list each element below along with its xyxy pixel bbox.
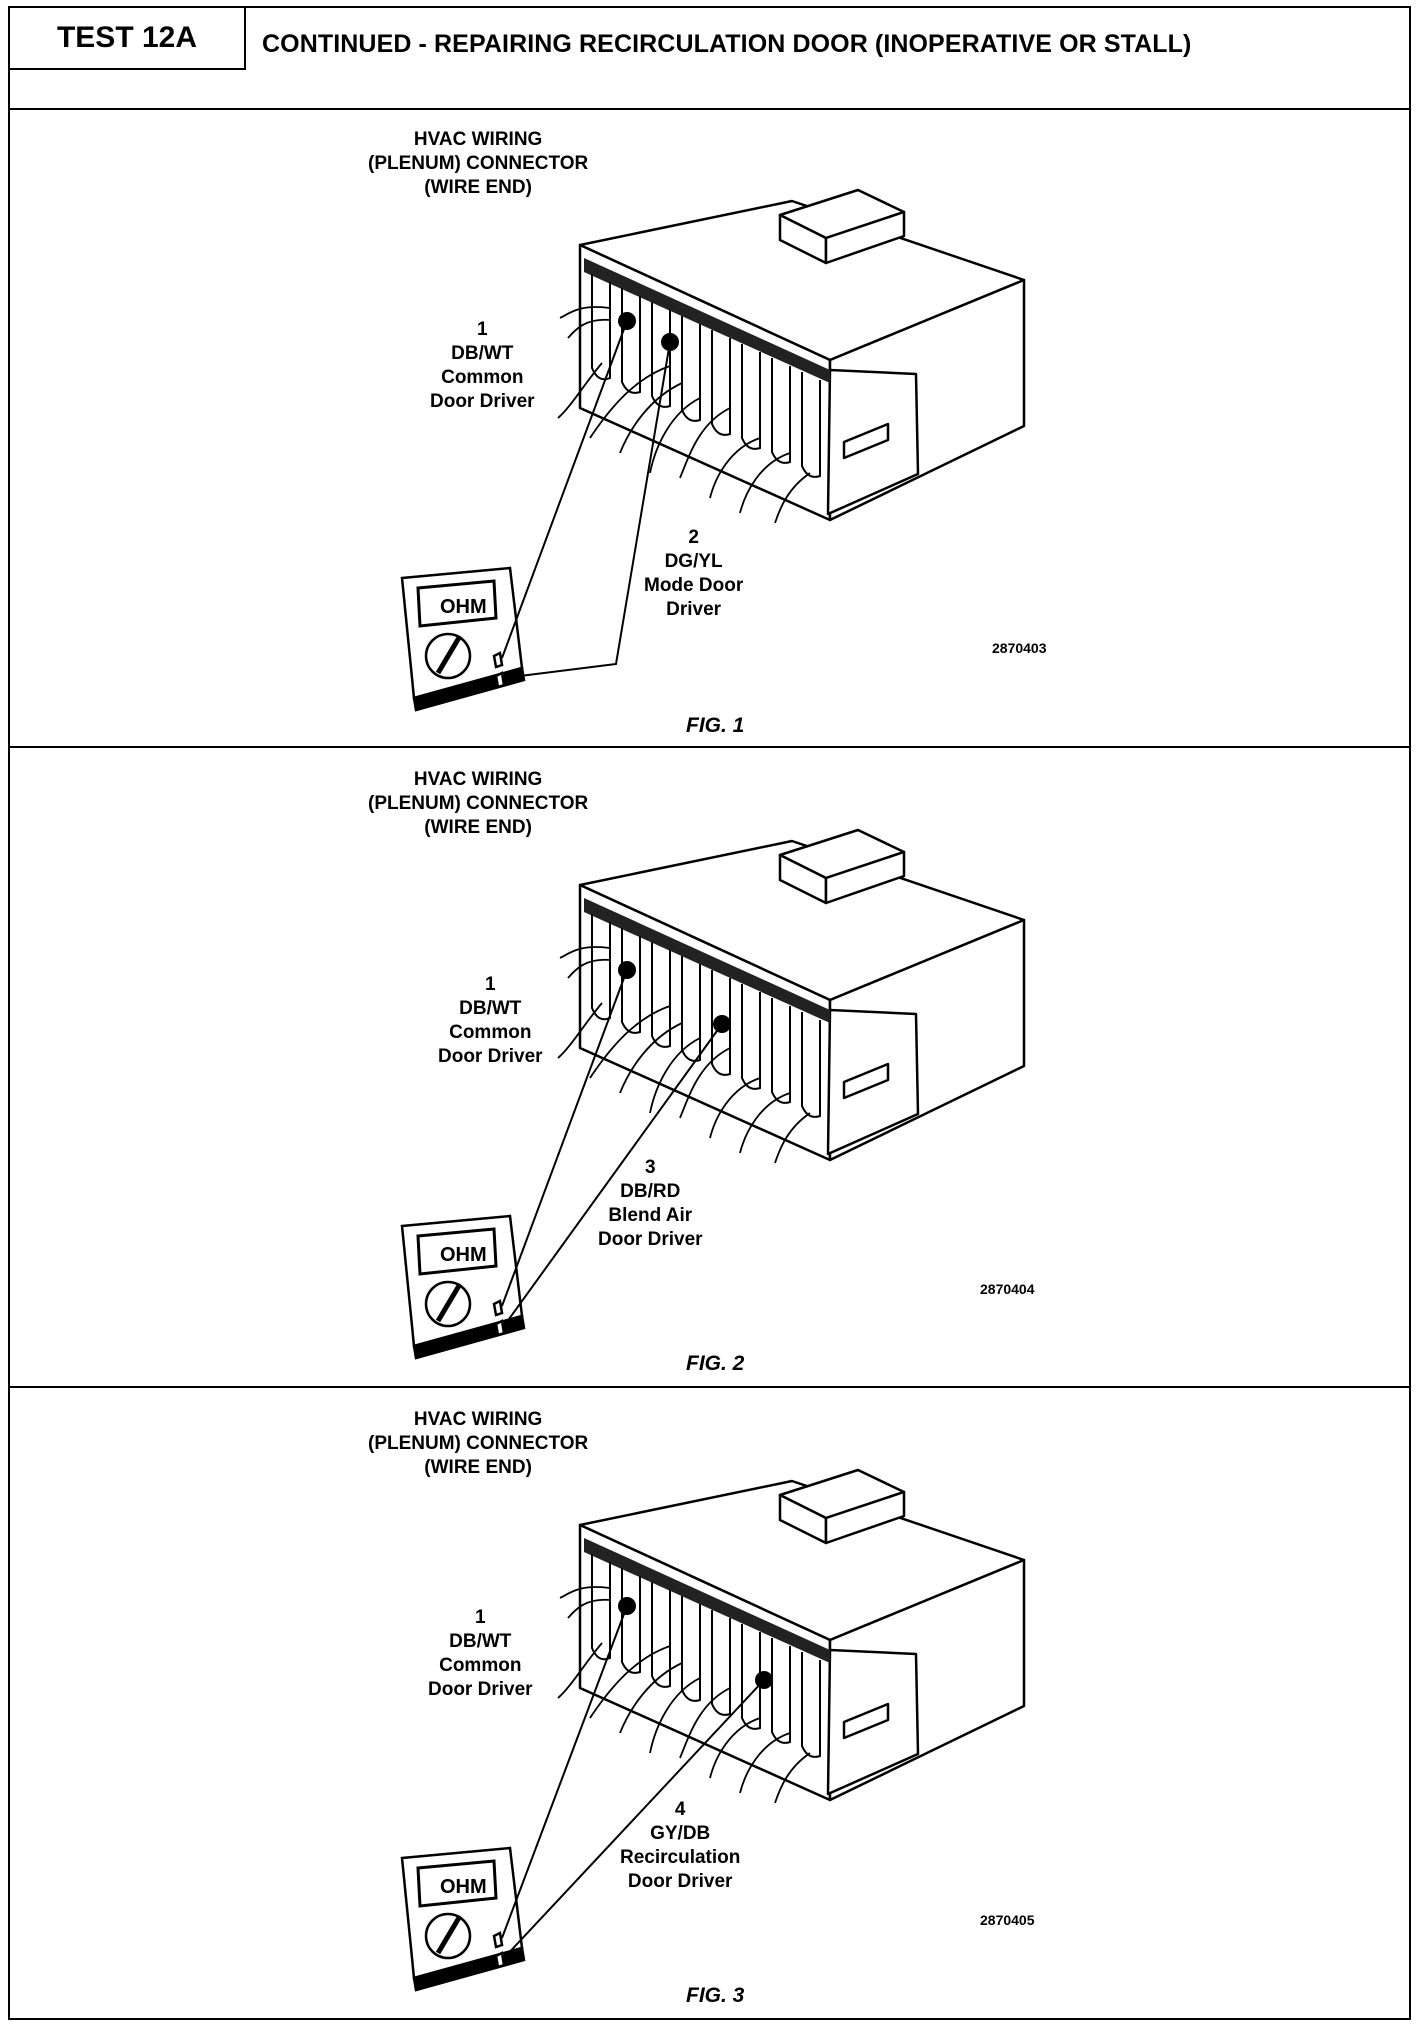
part-number: 2870404 (980, 1281, 1035, 1297)
figure-caption: FIG. 2 (686, 1352, 745, 1375)
figure-caption: FIG. 3 (686, 1984, 745, 2007)
test-pin-label: 3 DB/RD Blend Air Door Driver (598, 1157, 703, 1250)
ohmmeter (400, 566, 526, 712)
figure-3-panel: OHM HVAC WIRING (PLENUM) CONNECTOR (WIRE… (10, 1388, 1409, 2020)
page-title: CONTINUED - REPAIRING RECIRCULATION DOOR… (262, 30, 1192, 58)
meter-display-text: OHM (440, 596, 487, 618)
figure-2-drawing: OHM (400, 828, 1026, 1360)
part-number: 2870403 (992, 640, 1047, 656)
svg-text:OHM: OHM (440, 1244, 487, 1266)
figure-1-panel: OHM HVAC WIRING (PLENUM) CONNECTOR (WIRE… (10, 108, 1409, 748)
figure-1-drawing: OHM (400, 188, 1026, 712)
test-pin-label: 2 DG/YL Mode Door Driver (644, 527, 744, 620)
service-manual-page: TEST 12A CONTINUED - REPAIRING RECIRCULA… (8, 6, 1411, 2020)
figure-2-panel: OHM HVAC WIRING (PLENUM) CONNECTOR (WIRE… (10, 748, 1409, 1388)
common-pin-label: 1 DB/WT Common Door Driver (430, 319, 535, 412)
figure-3-drawing: OHM (400, 1468, 1026, 1992)
test-pin-label: 4 GY/DB Recirculation Door Driver (620, 1799, 741, 1892)
common-pin-label: 1 DB/WT Common Door Driver (428, 1607, 533, 1700)
svg-text:OHM: OHM (440, 1876, 487, 1898)
connector-label: HVAC WIRING (PLENUM) CONNECTOR (WIRE END… (368, 1409, 589, 1478)
test-id-badge: TEST 12A (10, 8, 246, 70)
common-pin-label: 1 DB/WT Common Door Driver (438, 974, 543, 1067)
page-header: TEST 12A CONTINUED - REPAIRING RECIRCULA… (10, 8, 1409, 110)
connector-label: HVAC WIRING (PLENUM) CONNECTOR (WIRE END… (368, 769, 589, 838)
part-number: 2870405 (980, 1912, 1035, 1928)
figure-caption: FIG. 1 (686, 714, 745, 737)
connector-label: HVAC WIRING (PLENUM) CONNECTOR (WIRE END… (368, 129, 589, 198)
